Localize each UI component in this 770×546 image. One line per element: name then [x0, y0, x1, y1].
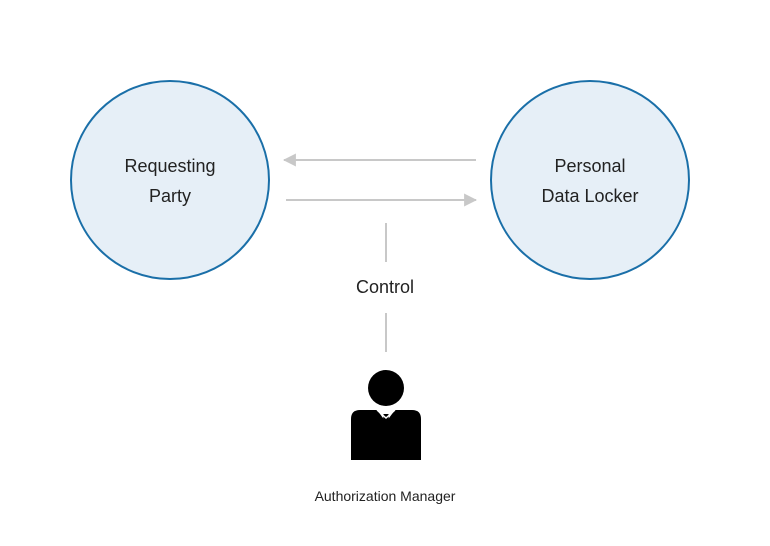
- authorization-manager-label: Authorization Manager: [315, 488, 456, 504]
- personal-data-locker-node: Personal Data Locker: [490, 80, 690, 280]
- personal-data-locker-circle: [490, 80, 690, 280]
- requesting-party-node: Requesting Party: [70, 80, 270, 280]
- personal-data-locker-label-line1: Personal: [554, 156, 625, 176]
- control-label: Control: [356, 277, 414, 297]
- personal-data-locker-label-line2: Data Locker: [541, 186, 638, 206]
- requesting-party-label-line1: Requesting: [124, 156, 215, 176]
- requesting-party-label-line2: Party: [149, 186, 191, 206]
- requesting-party-circle: [70, 80, 270, 280]
- businessperson-icon: [351, 370, 421, 460]
